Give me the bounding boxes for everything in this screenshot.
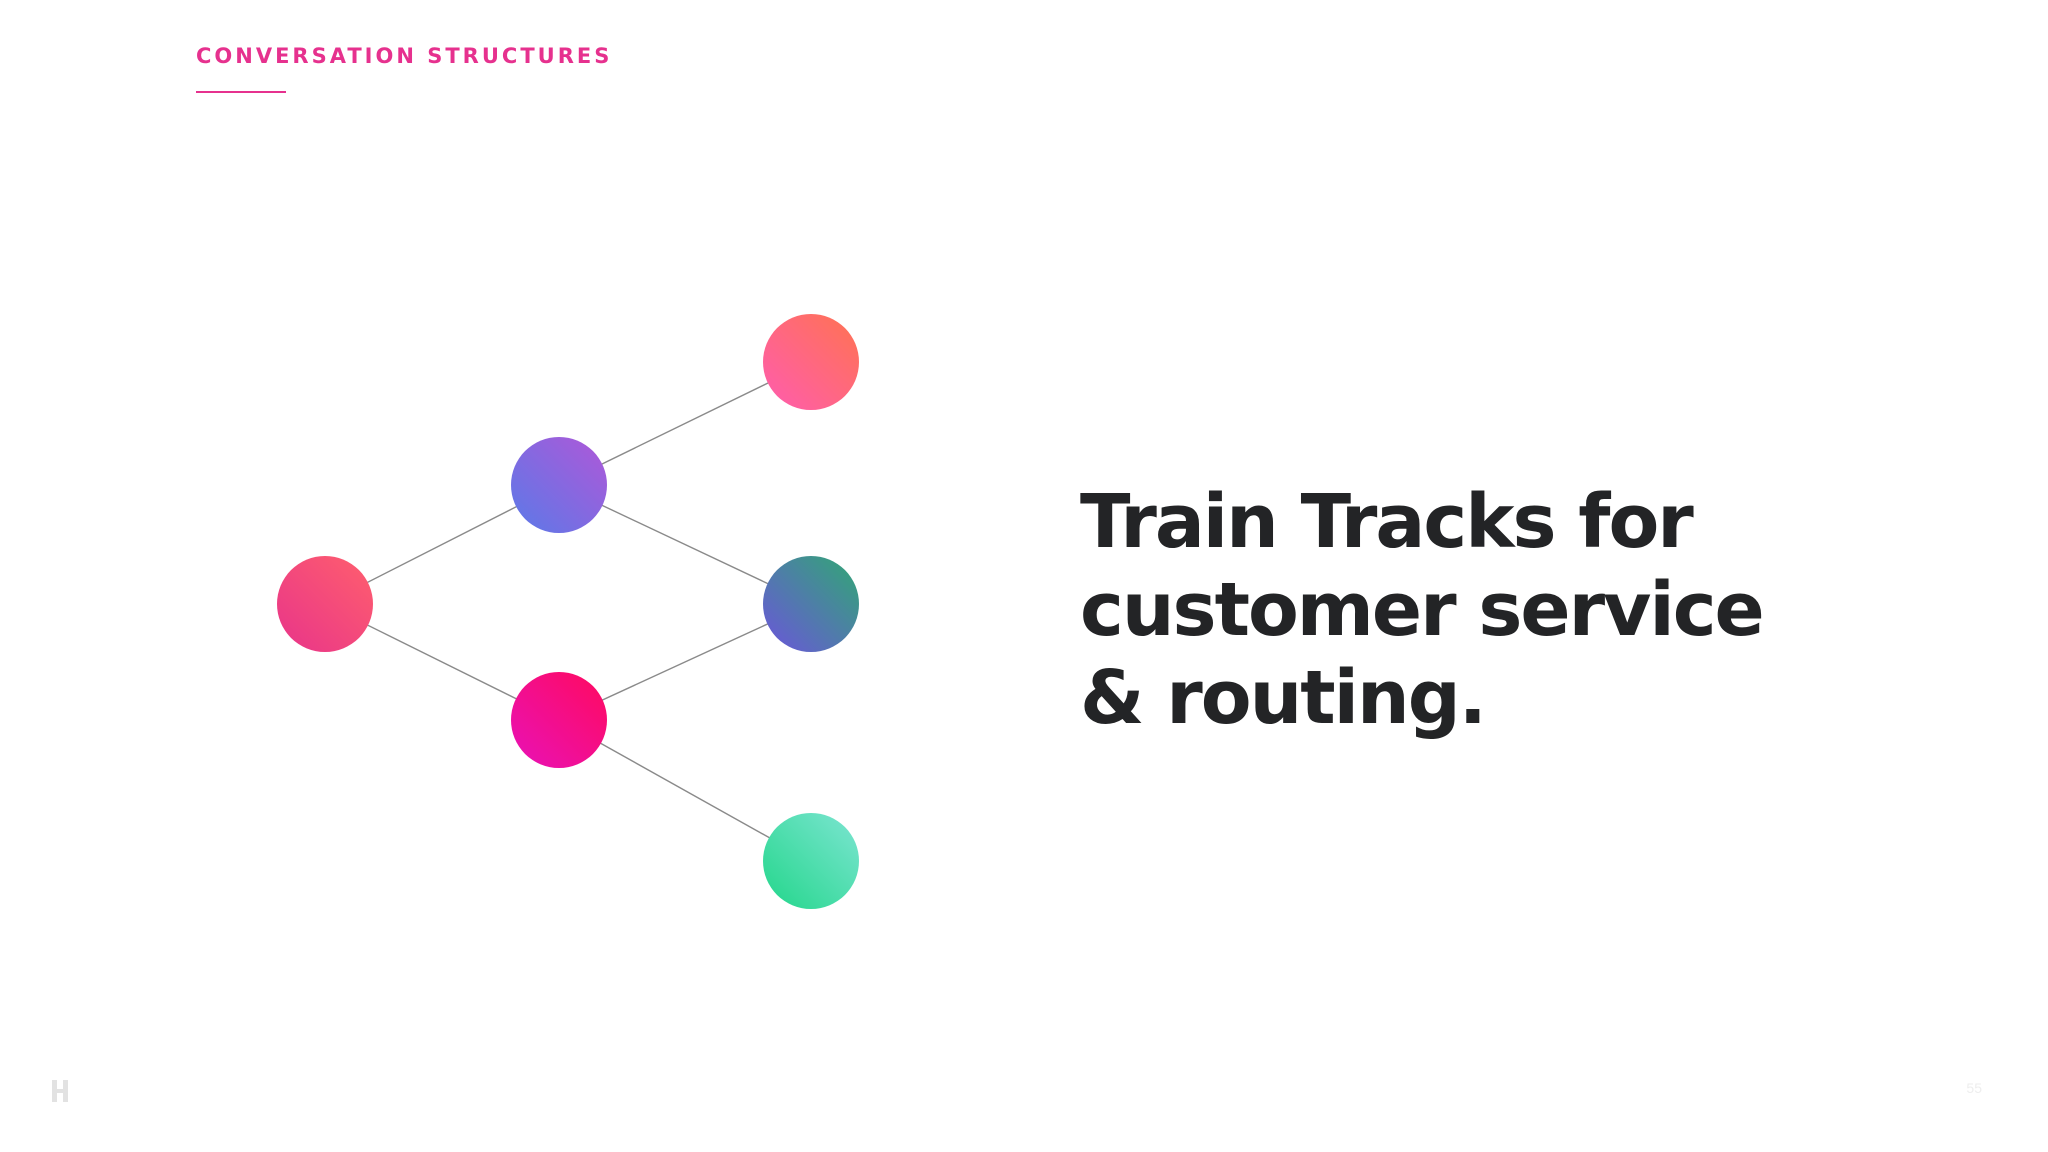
h-logo-icon (52, 1080, 68, 1102)
node-root (277, 556, 373, 652)
headline-line-1: Train Tracks for (1080, 479, 1694, 565)
node-upper-branch (511, 437, 607, 533)
headline-line-3: & routing. (1080, 655, 1487, 741)
node-leaf-middle (763, 556, 859, 652)
section-kicker: CONVERSATION STRUCTURES (196, 44, 613, 68)
page-number: 55 (1966, 1080, 1982, 1096)
headline-line-2: customer service (1080, 567, 1765, 653)
kicker-underline (196, 91, 286, 93)
node-lower-branch (511, 672, 607, 768)
node-leaf-bottom (763, 813, 859, 909)
edge-lower-leaf-bottom (558, 719, 812, 862)
headline: Train Tracks for customer service & rout… (1080, 478, 1840, 742)
node-leaf-top (763, 314, 859, 410)
